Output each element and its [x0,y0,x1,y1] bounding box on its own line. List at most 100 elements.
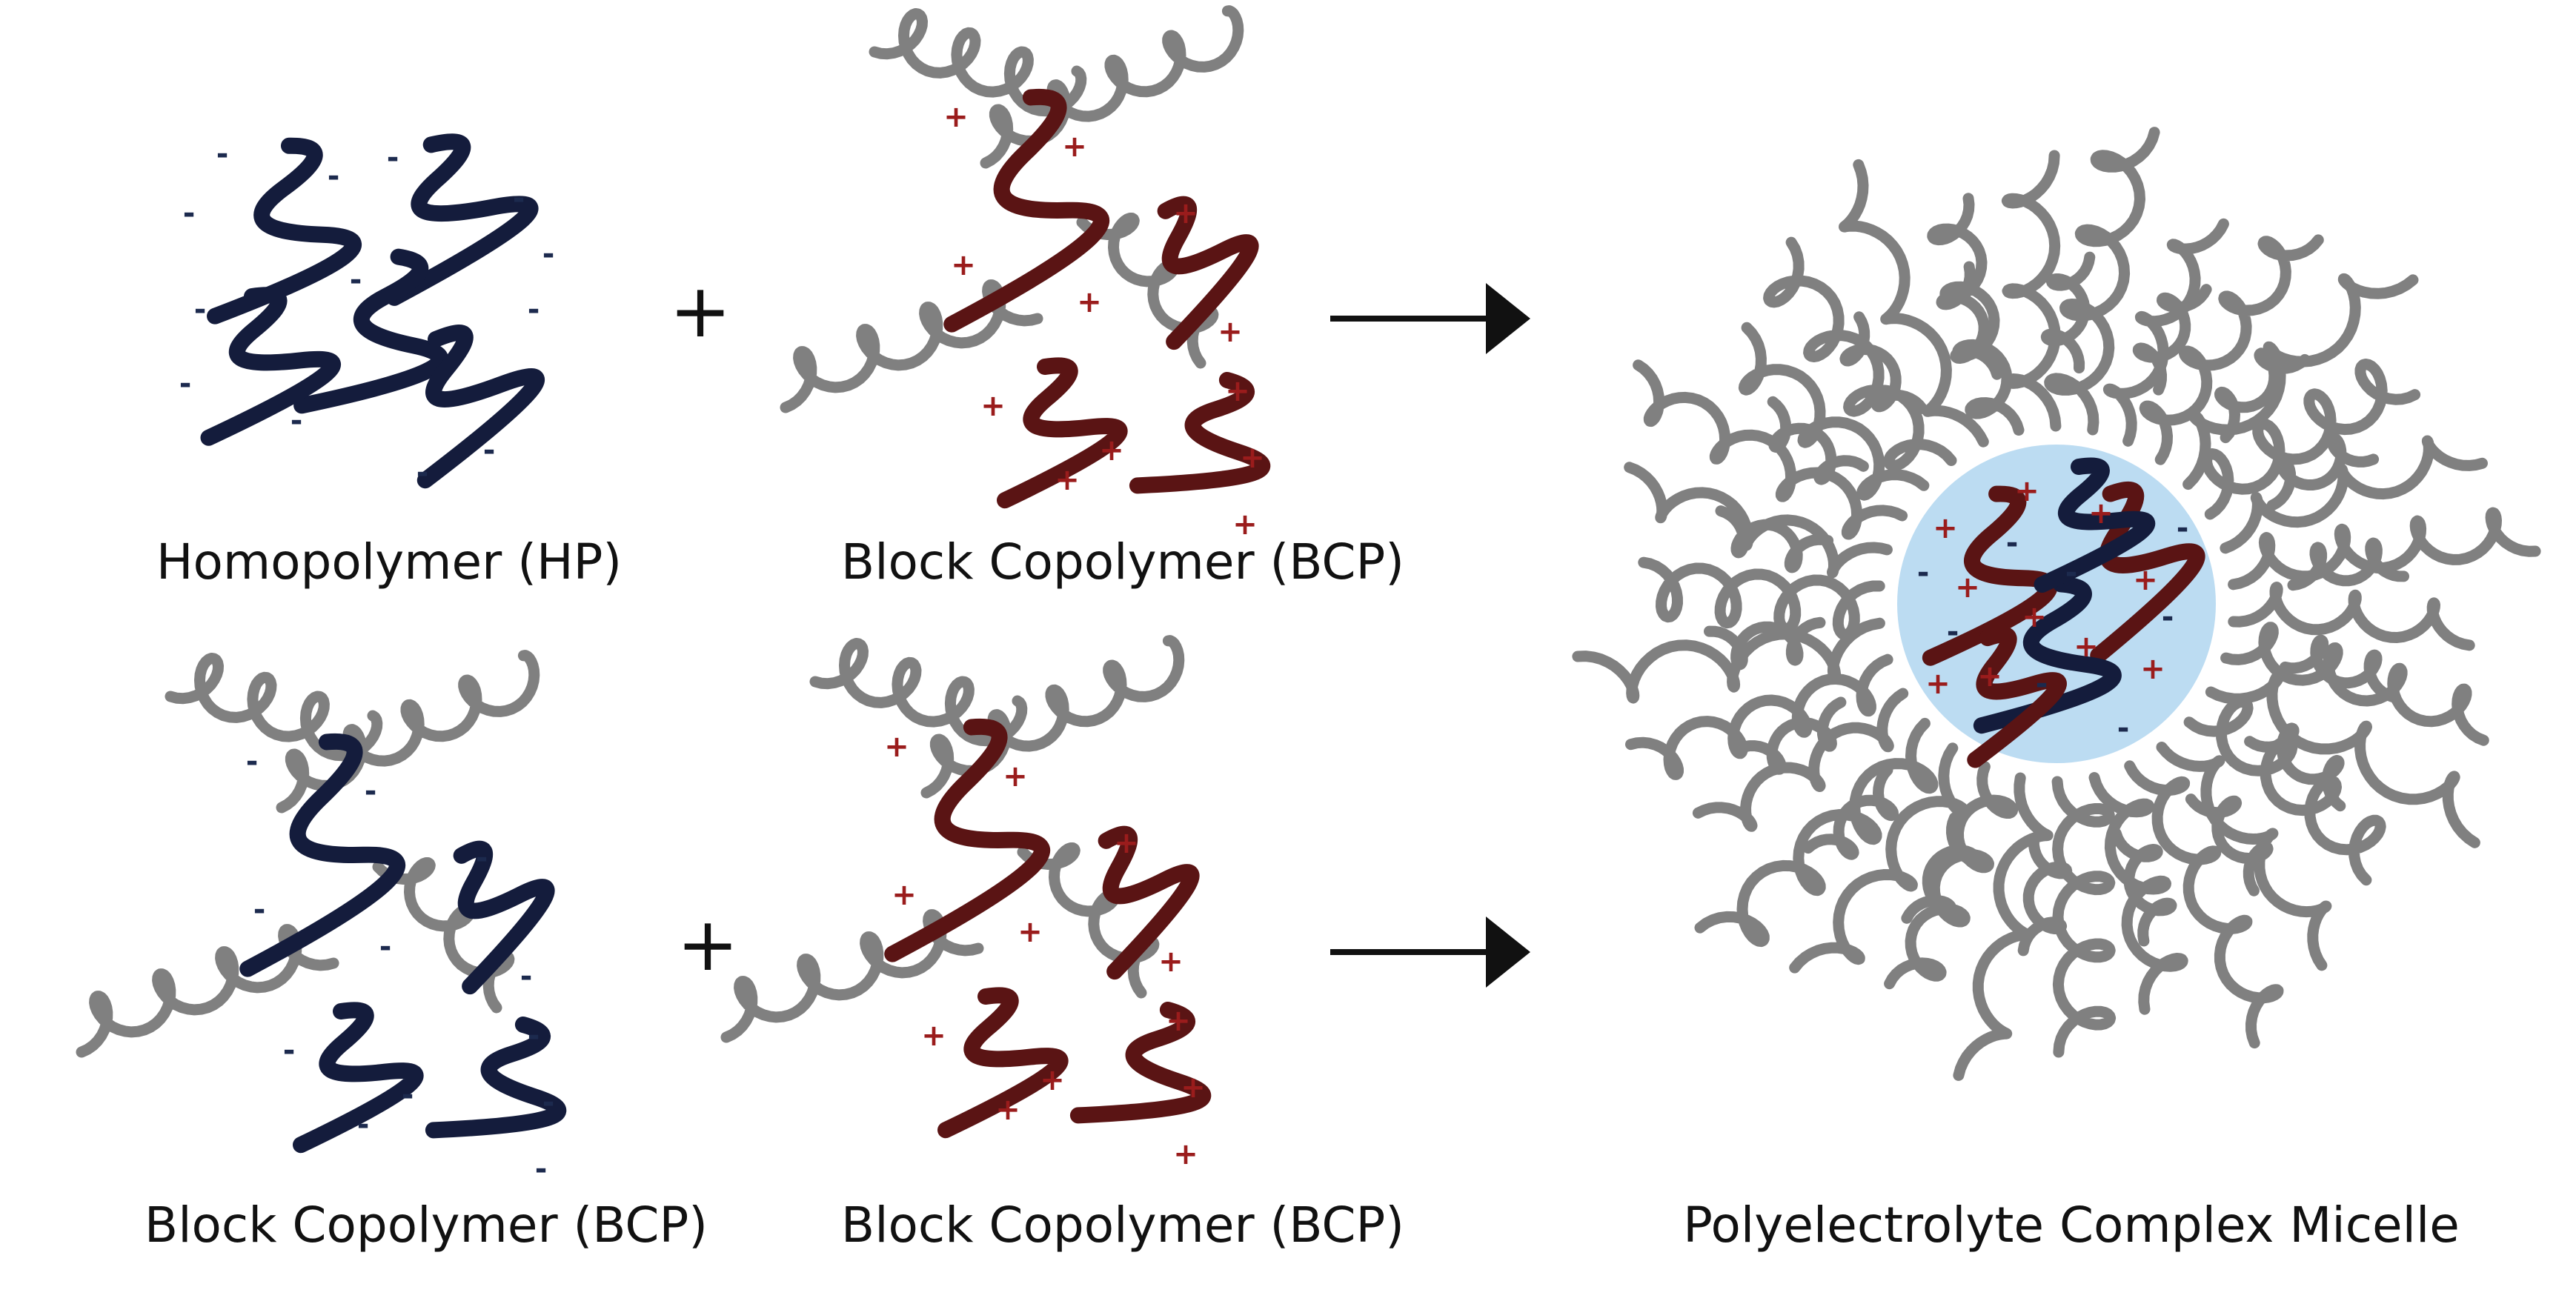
cationic-core-block [1967,626,2067,768]
arrow-head [1486,917,1530,988]
anionic-homopolymer-chain [200,287,341,446]
corona-chain [1767,396,1869,485]
positive-charge: + [1114,826,1139,860]
reaction-arrow-bottom [1330,917,1530,988]
negative-charge: - [283,1034,296,1068]
negative-charge: - [513,182,525,216]
neutral-corona-block [920,635,1185,799]
corona-chain [1839,311,1928,414]
corona-chain [1884,761,2019,990]
corona-chain [2266,433,2380,511]
corona-chain [2220,622,2489,746]
negative-charge: - [246,745,259,779]
ionic-block [937,987,1069,1139]
reaction-arrow-top [1330,283,1530,354]
neutral-corona-block [276,650,540,814]
block-copolymer-bottom-right-label: Block Copolymer (BCP) [840,1197,1405,1254]
micelle-core-chains: ++++++++++-------- [1917,457,2205,768]
corona-chain [1802,764,1899,860]
negative-charge: - [183,196,196,230]
positive-charge: + [892,878,917,912]
negative-charge: - [291,404,303,438]
polyelectrolyte-complex-micelle: ++++++++++-------- [1572,127,2541,1081]
ionic-block [1098,825,1200,980]
corona-chain [1638,556,1885,641]
positive-charge: + [980,389,1006,423]
negative-charge: - [194,293,207,327]
positive-charge: + [1077,285,1102,319]
corona-chain [2156,742,2332,971]
corona-chain [1715,505,1834,573]
positive-charge: + [995,1093,1020,1127]
corona-chain [2051,776,2117,1058]
positive-charge: + [1158,945,1184,979]
negative-charge: - [1917,556,1930,590]
neutral-corona-block [165,653,383,762]
negative-charge: - [179,367,192,401]
corona-chain [1901,812,1981,924]
positive-charge: + [1181,1071,1206,1105]
negative-charge: - [416,456,429,490]
corona-chain [1936,261,2003,380]
positive-charge: + [1062,130,1087,164]
corona-chain [2201,359,2421,520]
neutral-corona-block [980,5,1244,169]
negative-charge: - [2006,526,2019,560]
negative-charge: - [535,1152,548,1186]
negative-charge: - [328,159,340,193]
negative-charge: - [379,930,392,964]
micelle-label: Polyelectrolyte Complex Micelle [1683,1197,2460,1254]
corona-chain [1572,617,1885,704]
positive-charge: + [1232,508,1258,542]
block-copolymer-star-bottom-anionic: ------------ [76,650,567,1186]
corona-chain [1694,717,1939,948]
ionic-block [453,840,555,995]
corona-chain [2228,582,2475,651]
negative-charge: - [387,141,399,175]
negative-charge: - [2177,511,2189,545]
block-copolymer-star-bottom-cationic: ++++++++++++ [720,635,1212,1171]
positive-charge: + [2014,474,2039,508]
plus-sign-top: + [669,267,731,354]
cationic-core-block [1922,485,2058,666]
micelle-corona [1572,127,2541,1081]
corona-chain [2001,150,2062,432]
corona-chain [1733,696,1847,775]
positive-charge: + [1166,1004,1191,1038]
ionic-block [239,733,405,977]
anionic-core-block [2034,457,2155,593]
ionic-block [425,1016,567,1139]
positive-charge: + [1173,196,1198,230]
negative-charge: - [483,433,496,468]
positive-charge: + [2022,600,2047,634]
positive-charge: + [1977,659,2002,693]
positive-charge: + [1173,1137,1198,1171]
negative-charge: - [520,959,533,994]
homopolymer-label: Homopolymer (HP) [156,533,623,591]
negative-charge: - [2162,600,2174,634]
corona-chain [2244,722,2346,812]
anionic-core-block [1973,576,2122,734]
positive-charge: + [1225,374,1250,408]
negative-charge: - [542,1085,555,1120]
positive-charge: + [951,248,976,282]
corona-chain [2205,670,2480,848]
positive-charge: + [884,730,909,764]
anionic-homopolymer-chain [293,248,448,414]
negative-charge: - [402,1078,414,1112]
negative-charge: - [253,893,266,927]
block-copolymer-top-label: Block Copolymer (BCP) [840,533,1405,591]
plus-sign-bottom: + [677,901,739,988]
positive-charge: + [1055,463,1080,497]
negative-charge: - [350,263,362,297]
negative-charge: - [2065,556,2078,590]
corona-chain [1839,159,1989,448]
positive-charge: + [1933,511,1958,545]
corona-chain [2044,127,2160,436]
positive-charge: + [1955,570,1980,605]
positive-charge: + [2074,630,2099,664]
ionic-block [943,88,1109,333]
block-copolymer-star-top-cationic: ++++++++++++ [780,5,1271,542]
